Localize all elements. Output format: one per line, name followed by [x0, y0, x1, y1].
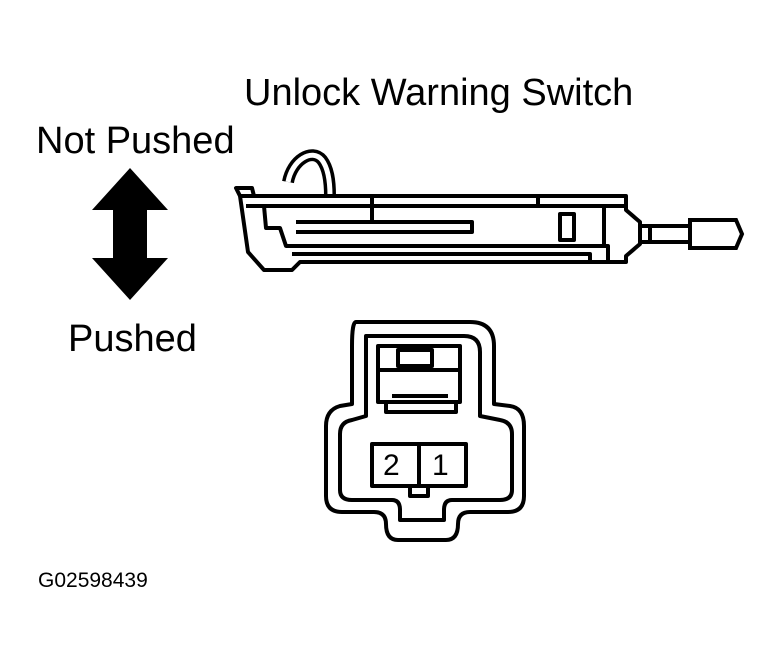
wire-lead: [640, 218, 745, 250]
connector-face: [324, 320, 526, 542]
connector-pin-label: 2: [383, 449, 400, 482]
direction-label-bottom: Pushed: [68, 318, 197, 360]
diagram-title: Unlock Warning Switch: [244, 72, 634, 114]
switch-body: [234, 149, 642, 272]
figure-code: G02598439: [38, 569, 148, 592]
connector-pin-label: 1: [432, 449, 449, 482]
double-arrow-icon: [92, 168, 168, 300]
direction-label-top: Not Pushed: [36, 120, 235, 162]
